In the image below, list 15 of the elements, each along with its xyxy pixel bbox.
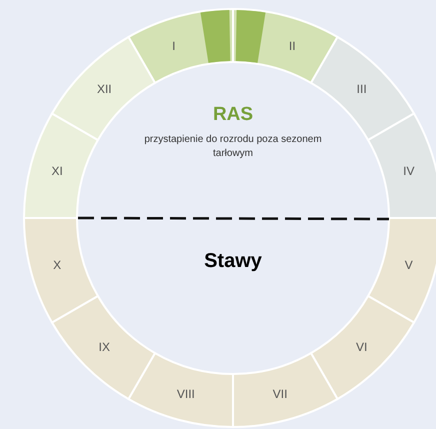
month-label: III	[356, 82, 367, 96]
month-label: VII	[272, 386, 288, 401]
month-label: V	[404, 258, 413, 272]
month-label: VIII	[176, 386, 195, 401]
month-label: IV	[403, 164, 414, 178]
month-label: II	[288, 38, 296, 53]
month-label: IX	[98, 340, 110, 354]
month-label: I	[172, 38, 176, 53]
heading: Stawy	[203, 249, 263, 274]
month-label: XII	[96, 82, 112, 96]
month-label: VI	[356, 340, 368, 354]
month-label: XI	[52, 164, 63, 178]
description-text: przystapienie do rozrodu poza sezonem tarłowym	[143, 133, 323, 160]
heading: RAS	[212, 103, 254, 127]
month-label: X	[53, 258, 62, 272]
